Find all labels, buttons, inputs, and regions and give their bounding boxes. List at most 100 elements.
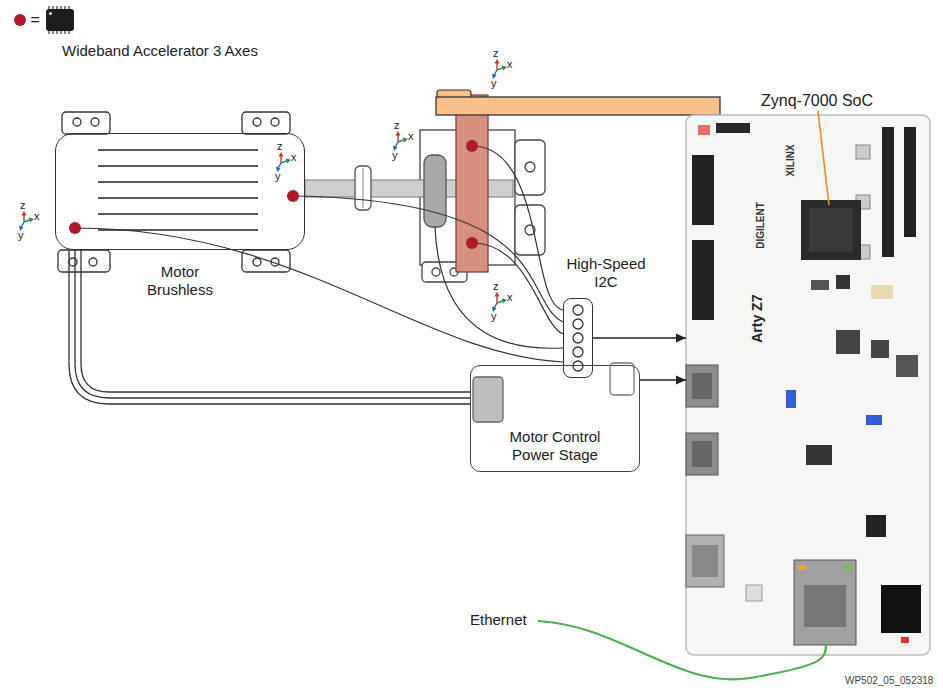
axis-letter: x [34,210,40,222]
accelerometer-dot [466,140,478,152]
shaft-coupling [355,166,371,210]
i2c-connector: High-Speed I2C [563,298,593,378]
mount-foot [242,250,290,272]
motor-cable-wire [81,250,470,392]
component [811,280,829,290]
audio-jack [866,515,886,537]
button [698,125,710,135]
motor-mounts [58,112,290,272]
component [836,330,860,354]
hdmi-port [686,433,718,475]
chip-die [809,208,853,252]
axis-triad [276,152,291,172]
mount-foot [58,250,110,272]
accelerometer-dots [69,140,478,249]
coupling-split [363,168,364,208]
node-label: Motor Control Power Stage [497,428,613,464]
jumper [786,390,796,408]
rotor-bar [436,97,720,115]
axis-letter: y [491,77,497,89]
accelerometer-dot [287,190,299,202]
mount-hole [253,258,261,266]
axis-letter: x [408,130,414,142]
led [798,565,806,570]
axis-letter: z [493,47,499,59]
power-jack [881,585,921,633]
mount-hole [69,258,77,266]
axis-triad [492,59,507,79]
led [901,637,909,643]
i2c-connector-pins [573,305,583,371]
signal-arrow-line [593,337,686,339]
connector-pin [573,333,583,343]
connector-pin [573,319,583,329]
arty-z7-board [686,115,930,655]
usb-port [686,535,724,587]
motor-body: Motor Brushless [55,133,305,250]
arrow-head [676,334,686,343]
callout-leader [818,111,829,205]
arrow-head [676,376,686,385]
sensor-wires [75,146,563,362]
board-silkscreen: XILINX [785,144,796,176]
axis-triad [393,131,408,151]
pin-header [904,127,916,237]
ethernet-jack [794,560,856,645]
ethernet-cable [538,621,826,679]
figure-id: WP502_05_052318 [845,675,933,686]
axis-letter: x [291,151,297,163]
mount-hole [91,118,99,126]
equals-sign: = [31,11,40,29]
sensor-wire [435,227,563,348]
cable-label: Ethernet [470,612,527,629]
hdmi-socket [692,373,712,399]
pin-header [692,240,714,320]
component [871,340,889,358]
connector [593,334,686,343]
board-silkscreen: DIGILENT [754,202,765,249]
regulator [806,445,832,465]
legend-swatch [14,14,26,26]
node-text-group: Zynq-7000 SoC [761,91,873,110]
axis-letter: z [277,140,283,152]
sensor-wire [472,146,563,310]
shaft-hub [424,155,446,227]
pin-header [716,123,750,133]
chip-body [46,9,74,31]
pin-header [692,155,714,225]
mount-hole [271,118,279,126]
sensor-wire [75,228,563,362]
micro-usb [746,585,762,601]
sensor-wire [293,196,563,322]
mount-foot [242,112,290,134]
motor-cable-wire [75,250,470,398]
axis-letter: z [394,119,400,131]
component [896,355,918,377]
component [871,285,893,299]
accelerometer-chip-icon [46,6,74,34]
sensor-wire [472,243,563,334]
node-text-group: High-Speed I2C [561,255,651,291]
bracket-hole [525,162,535,172]
push-button [856,145,870,159]
connector-pin [573,347,583,357]
jumper [866,415,882,425]
axis-letter: y [491,310,497,322]
connector-pin [573,361,583,371]
hdmi-socket [692,441,712,467]
motor-cooling-fins [98,150,258,230]
axis-letter: z [20,199,26,211]
axis-letter: x [507,291,513,303]
node-text-group: Motor Control Power Stage [497,428,613,464]
accelerometer-dot [69,222,81,234]
pin-header [882,127,894,257]
axis-letter: y [392,149,398,161]
vertical-shaft [456,95,488,272]
axis-triad [19,211,34,231]
axis-letter: y [275,170,281,182]
ethernet-socket [804,585,846,627]
accelerometer-dot [466,237,478,249]
power-stage-box: Motor Control Power Stage [470,365,640,472]
connector-pin [573,305,583,315]
